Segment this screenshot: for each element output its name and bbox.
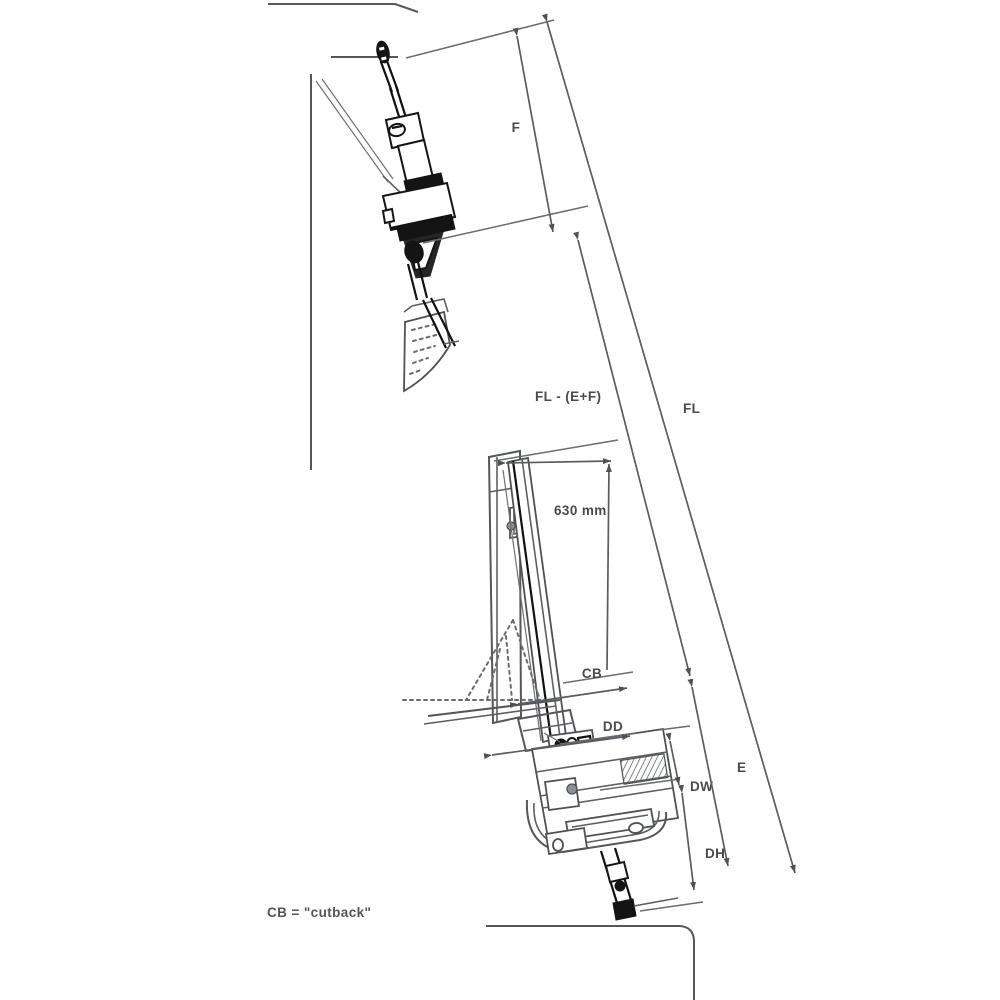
dimension-630mm	[493, 439, 619, 671]
dimension-E	[687, 678, 730, 867]
upper-skeg	[403, 297, 460, 393]
hull-bottom-edge	[486, 925, 695, 1000]
outboard-lower-unit	[402, 449, 680, 921]
label-DD: DD	[603, 719, 623, 734]
dimension-CB	[509, 671, 634, 709]
hull-top-edge	[268, 3, 419, 13]
note-cutback: CB = "cutback"	[267, 905, 371, 920]
lower-skeg-guard	[525, 799, 668, 856]
outboard-upper-unit	[315, 40, 460, 393]
upper-swivel-bracket	[381, 172, 457, 242]
label-630mm: 630 mm	[554, 503, 607, 518]
dimension-DW	[599, 725, 691, 791]
propeller-shaft	[599, 847, 679, 921]
label-DH: DH	[705, 846, 725, 861]
upper-clamp-collar	[384, 111, 426, 150]
dimension-DD	[483, 732, 637, 760]
label-DW: DW	[690, 779, 713, 794]
label-CB: CB	[582, 666, 602, 681]
label-FL: FL	[683, 401, 700, 416]
label-F: F	[512, 120, 521, 135]
dimension-FL	[541, 13, 796, 874]
label-FL-minus: FL - (E+F)	[535, 389, 601, 404]
label-E: E	[737, 760, 746, 775]
upper-pivot-bolt	[376, 40, 400, 93]
